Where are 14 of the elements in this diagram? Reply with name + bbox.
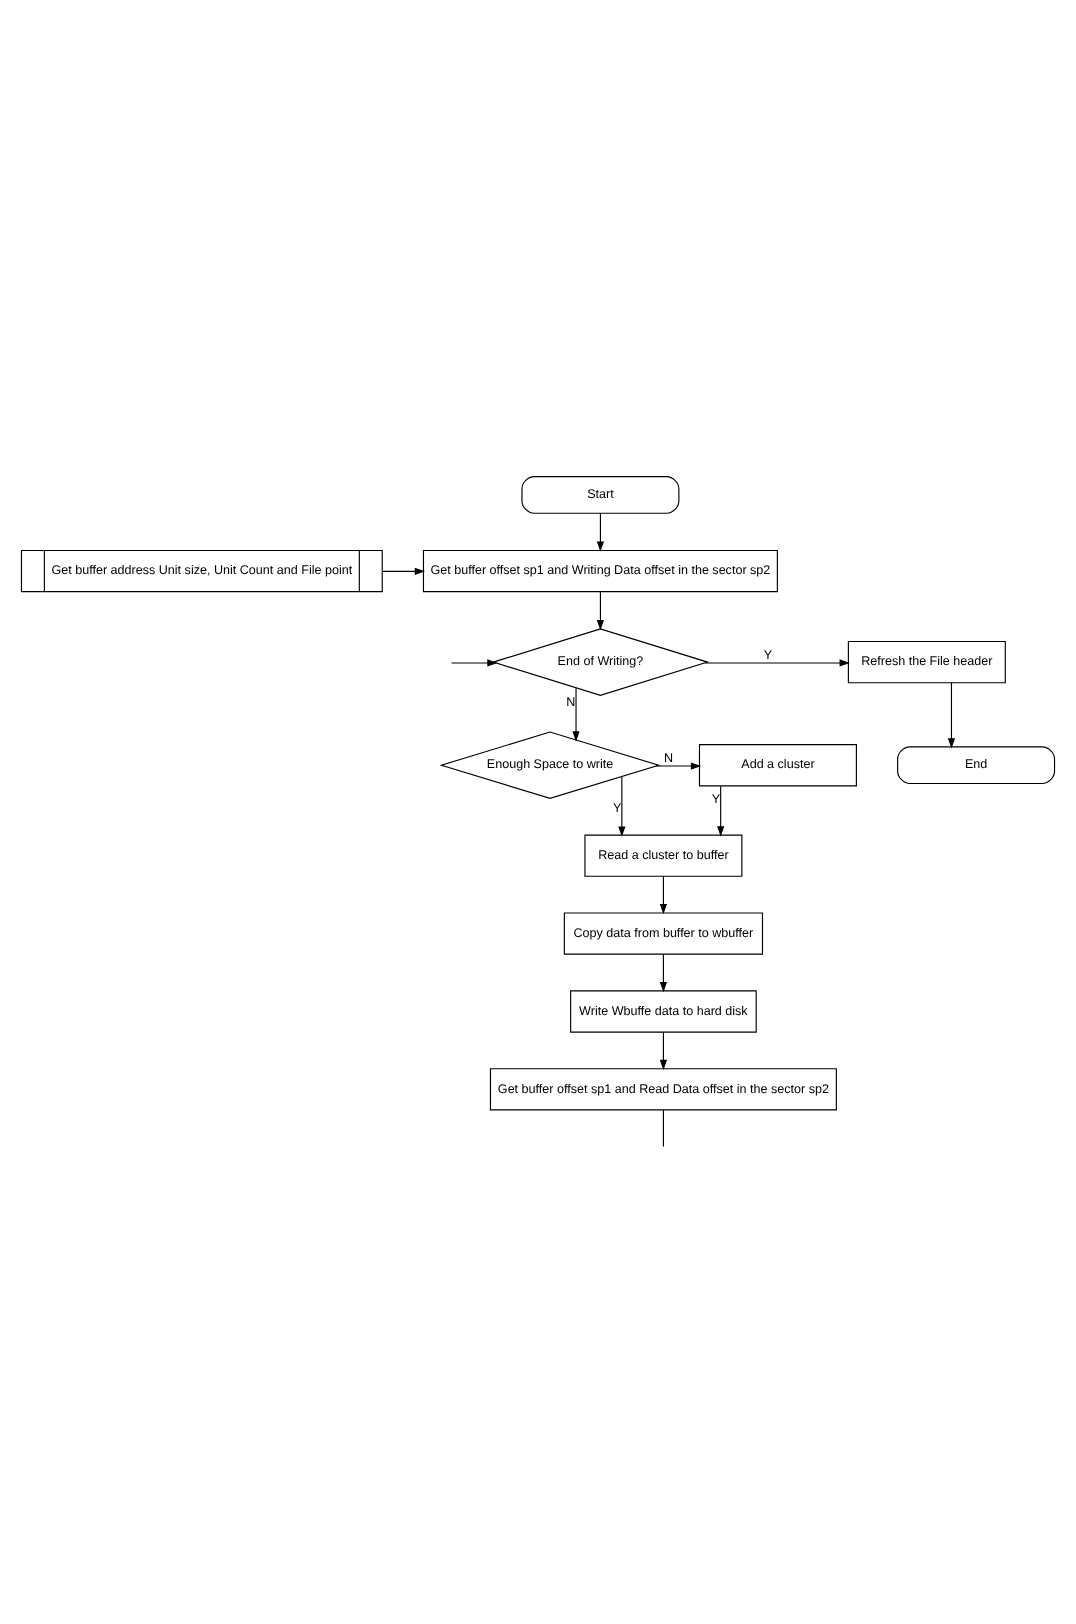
arrow <box>655 762 702 770</box>
arrow <box>451 659 498 667</box>
arrow <box>618 776 626 837</box>
arrow <box>704 659 850 667</box>
arrow <box>717 785 725 837</box>
arrow <box>596 512 605 552</box>
arrow <box>947 682 956 749</box>
arrow <box>659 875 668 915</box>
arrow <box>596 591 605 631</box>
arrow <box>572 687 580 742</box>
arrow <box>659 953 668 993</box>
arrow <box>381 567 426 575</box>
arrow <box>659 1031 668 1071</box>
connector <box>662 1109 664 1148</box>
